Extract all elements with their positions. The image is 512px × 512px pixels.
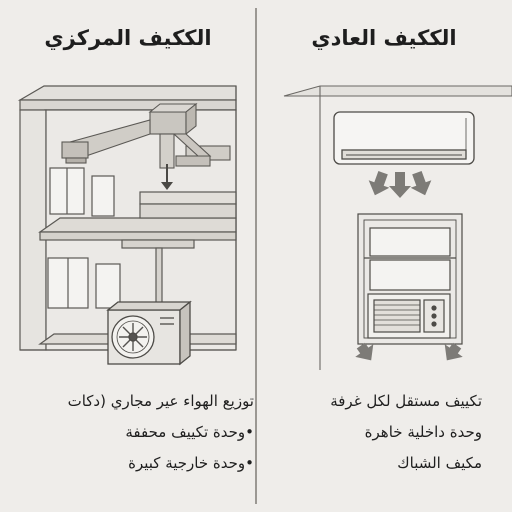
regular-ac-features: تكييف مستقل لكل غرفة وحدة داخلية خاهرة م…: [292, 386, 482, 479]
airflow-arrow-icon: [161, 164, 173, 190]
panel-divider: [255, 8, 257, 504]
split-ac-icon: [333, 111, 475, 165]
split-airflow-arrows: [368, 171, 432, 198]
central-ac-title: الككيف المركزي: [44, 26, 212, 50]
regular-feature-item: مكيف الشباك: [397, 454, 482, 472]
window-ac-icon: [357, 213, 463, 345]
regular-ac-title: الككيف العادي: [311, 26, 457, 50]
outdoor-unit-icon: [106, 300, 192, 366]
central-ac-features: توزيع الهواء عير مجاري (دكات •وحدة تكييف…: [30, 386, 254, 479]
central-feature-item: •وحدة تكييف محففة: [125, 423, 254, 441]
central-feature-item: توزيع الهواء عير مجاري (دكات: [67, 392, 254, 410]
regular-feature-item: وحدة داخلية خاهرة: [364, 423, 482, 441]
regular-feature-item: تكييف مستقل لكل غرفة: [330, 392, 482, 410]
window-airflow-arrows: [355, 342, 463, 361]
central-feature-item: •وحدة خارجية كبيرة: [128, 454, 254, 472]
room-wall: [283, 85, 512, 370]
duct-icon: [61, 102, 231, 169]
